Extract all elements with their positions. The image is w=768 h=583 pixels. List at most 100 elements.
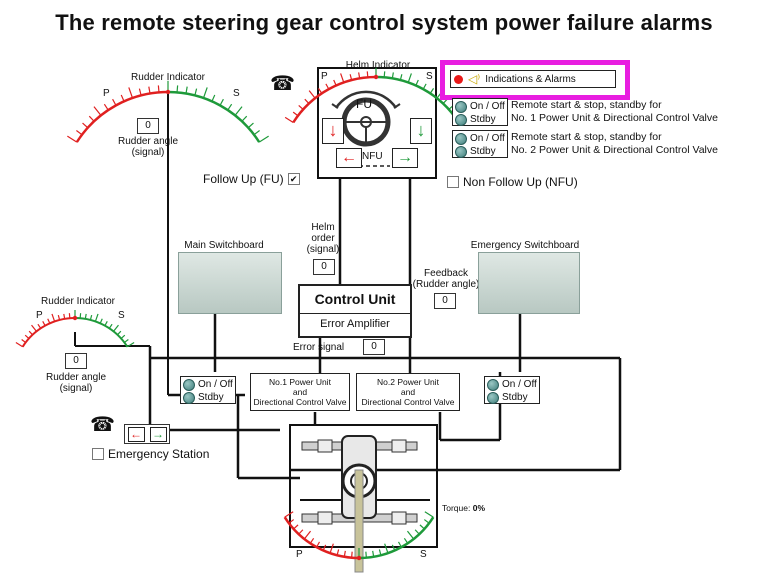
error-signal-label: Error signal bbox=[293, 342, 345, 353]
emergency-station-box[interactable] bbox=[92, 448, 104, 460]
local-1-on-off[interactable]: On / Off bbox=[198, 378, 233, 390]
gauge-tick bbox=[185, 86, 188, 94]
gauge-tick bbox=[219, 98, 224, 106]
alarms-panel[interactable]: ◁⁾ Indications & Alarms bbox=[450, 70, 616, 88]
bridge-1-stdby[interactable]: Stdby bbox=[470, 113, 496, 125]
emergency-starboard-arrow-icon[interactable]: → bbox=[149, 426, 167, 442]
gauge-tick bbox=[309, 537, 315, 544]
power-unit-2-line1: No.2 Power Unit bbox=[377, 377, 439, 387]
non-follow-up-checkbox[interactable]: Non Follow Up (NFU) bbox=[447, 175, 578, 189]
main-switchboard-panel[interactable] bbox=[178, 252, 282, 314]
gauge-tick bbox=[284, 116, 294, 123]
gauge-tick bbox=[157, 85, 160, 93]
fu-port-arrow-icon[interactable]: ↓ bbox=[322, 118, 344, 144]
gauge-tick bbox=[93, 106, 102, 116]
emergency-telephone-icon[interactable]: ☎ bbox=[90, 414, 115, 436]
main-switchboard-label: Main Switchboard bbox=[184, 240, 264, 251]
gauge-tick bbox=[128, 87, 134, 99]
gauge-tick bbox=[415, 79, 419, 86]
local-2-stdby[interactable]: Stdby bbox=[502, 391, 528, 403]
bridge-2-desc1: Remote start & stop, standby for bbox=[511, 131, 662, 143]
gauge-tick bbox=[108, 323, 113, 329]
follow-up-check-icon[interactable]: ✔ bbox=[287, 173, 300, 185]
gauge-port-arc bbox=[283, 516, 360, 560]
local-2-on-off[interactable]: On / Off bbox=[502, 378, 537, 390]
gauge-tick bbox=[103, 103, 109, 111]
gauge-zero-dot bbox=[356, 555, 362, 561]
gauge-tick bbox=[298, 529, 304, 535]
bridge-1-on-off[interactable]: On / Off bbox=[470, 100, 505, 112]
emergency-nfu-panel[interactable]: ← → bbox=[124, 424, 170, 444]
gauge-tick bbox=[176, 85, 179, 93]
gauge-tick bbox=[429, 88, 435, 94]
follow-up-checkbox[interactable]: Follow Up (FU) ✔ bbox=[203, 172, 300, 186]
gauge-tick bbox=[406, 530, 415, 540]
gauge-tick bbox=[37, 323, 42, 329]
follow-up-label: Follow Up (FU) bbox=[203, 172, 284, 186]
emergency-station-label: Emergency Station bbox=[108, 447, 210, 461]
helm-wheel bbox=[331, 90, 401, 147]
on-off-lamp-icon bbox=[487, 378, 499, 391]
gauge-tick bbox=[378, 549, 382, 556]
page-title: The remote steering gear control system … bbox=[55, 10, 713, 35]
gauge-tick bbox=[112, 98, 117, 106]
gauge-tick bbox=[419, 524, 425, 530]
non-follow-up-box[interactable] bbox=[447, 176, 459, 188]
power-unit-1[interactable]: No.1 Power Unit and Directional Control … bbox=[250, 373, 350, 411]
local-panel-1[interactable]: On / Off Stdby bbox=[180, 376, 236, 404]
feedback-label: Feedback (Rudder angle) bbox=[412, 268, 480, 290]
rudder-gauge-left bbox=[15, 310, 135, 348]
rudder-top-starboard: S bbox=[233, 88, 240, 99]
gauge-tick bbox=[351, 551, 353, 558]
rudder-left-caption: Rudder angle (signal) bbox=[45, 372, 107, 394]
fu-label: FU bbox=[356, 97, 372, 111]
telephone-icon[interactable]: ☎ bbox=[270, 73, 295, 95]
helm-starboard: S bbox=[426, 71, 433, 82]
nfu-starboard-arrow-icon[interactable]: → bbox=[392, 148, 418, 168]
helm-order-value: 0 bbox=[313, 259, 335, 275]
rudder-gauge-bottom bbox=[283, 511, 435, 561]
gauge-starboard-arc bbox=[167, 90, 261, 143]
gauge-tick bbox=[253, 129, 260, 136]
stdby-lamp-icon bbox=[455, 145, 467, 158]
gauge-tick bbox=[284, 511, 294, 518]
gauge-tick bbox=[325, 83, 330, 90]
bridge-panel-1[interactable]: On / Off Stdby bbox=[452, 98, 508, 126]
alarm-lamp-icon bbox=[454, 74, 463, 84]
fu-starboard-arrow-icon[interactable]: ↓ bbox=[410, 118, 432, 144]
gauge-port-arc bbox=[21, 317, 76, 348]
bridge-2-stdby[interactable]: Stdby bbox=[470, 145, 496, 157]
bridge-2-desc2: No. 2 Power Unit & Directional Control V… bbox=[511, 144, 718, 156]
rudder-top-value: 0 bbox=[137, 118, 159, 134]
bridge-panel-2[interactable]: On / Off Stdby bbox=[452, 130, 508, 158]
rudder-indicator-left-label: Rudder Indicator bbox=[41, 296, 115, 307]
emergency-switchboard-panel[interactable] bbox=[478, 252, 580, 314]
stdby-lamp-icon bbox=[455, 113, 467, 126]
gauge-tick bbox=[391, 72, 394, 79]
control-unit[interactable]: Control Unit Error Amplifier bbox=[298, 284, 412, 338]
local-1-stdby[interactable]: Stdby bbox=[198, 391, 224, 403]
on-off-lamp-icon bbox=[455, 100, 467, 113]
gauge-tick bbox=[293, 524, 299, 530]
gauge-tick bbox=[24, 334, 30, 339]
gauge-tick bbox=[28, 330, 33, 336]
gauge-tick bbox=[303, 530, 312, 540]
gauge-tick bbox=[340, 73, 345, 83]
power-unit-2[interactable]: No.2 Power Unit and Directional Control … bbox=[356, 373, 460, 411]
gauge-tick bbox=[47, 318, 51, 324]
bridge-1-desc2: No. 1 Power Unit & Directional Control V… bbox=[511, 112, 718, 124]
gauge-tick bbox=[127, 341, 135, 348]
nfu-port-arrow-icon[interactable]: ← bbox=[336, 148, 362, 168]
gauge-zero-dot bbox=[373, 74, 379, 80]
gauge-starboard-arc bbox=[358, 516, 435, 560]
emergency-station-checkbox[interactable]: Emergency Station bbox=[92, 447, 209, 461]
gauge-tick bbox=[317, 88, 323, 94]
local-panel-2[interactable]: On / Off Stdby bbox=[484, 376, 540, 404]
gauge-tick bbox=[397, 541, 402, 548]
gauge-tick bbox=[84, 313, 87, 319]
emergency-port-arrow-icon[interactable]: ← bbox=[127, 426, 145, 442]
helm-indicator-label: Helm Indicator bbox=[345, 60, 411, 71]
bridge-2-on-off[interactable]: On / Off bbox=[470, 132, 505, 144]
stdby-lamp-icon bbox=[183, 391, 195, 404]
gauge-tick bbox=[99, 318, 103, 324]
